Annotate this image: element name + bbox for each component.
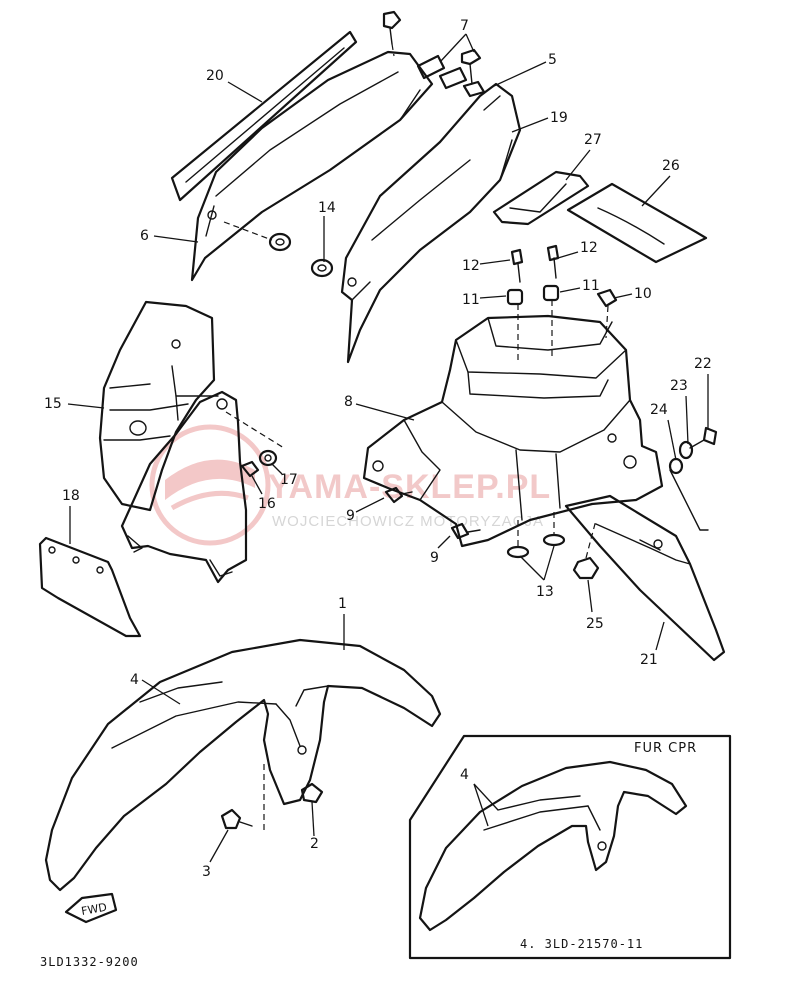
- part-9-bolts: [384, 486, 481, 540]
- part-20-trim-strip: [170, 30, 358, 202]
- callout-label: 12: [462, 258, 480, 274]
- bolt-top: [382, 10, 402, 57]
- callout-label: 13: [536, 584, 554, 600]
- fwd-label: FWD: [80, 901, 108, 918]
- diagram-caption: 3LD1332-9200: [40, 955, 139, 969]
- callout-label: 14: [318, 200, 336, 216]
- callout-label: 3: [202, 864, 211, 880]
- callout-label: 7: [460, 18, 469, 34]
- part-10-bolt: [596, 288, 618, 339]
- part-3-screw: [220, 808, 253, 830]
- part-18-plate: [38, 536, 142, 638]
- part-15-side-panel: [98, 300, 216, 512]
- part-21-mud-flap: [564, 494, 726, 662]
- watermark-brand: YAMA-SKLEP.PL: [268, 468, 551, 506]
- part-7-clips: [416, 48, 486, 98]
- part-8-rear-fender: [362, 314, 664, 548]
- part-25-nut: [572, 519, 600, 580]
- inset-title: FUR CPR: [634, 741, 697, 756]
- callout-label: 1: [338, 596, 347, 612]
- callout-label: 25: [586, 616, 604, 632]
- part-1-front-fender: [44, 638, 442, 892]
- inset-callout-4: 4: [460, 767, 469, 783]
- callout-label: 10: [634, 286, 652, 302]
- part-26-pad: [566, 182, 708, 264]
- part-5-side-cover-right: [340, 82, 522, 364]
- part-27-strap: [492, 170, 590, 226]
- callout-label: 12: [580, 240, 598, 256]
- inset-front-fender: [418, 760, 688, 932]
- callout-label: 27: [584, 132, 602, 148]
- part-23-washer: [678, 440, 694, 460]
- part-17-collar: [258, 449, 278, 467]
- part-2-bolt: [300, 782, 324, 804]
- watermark: YAMA-SKLEP.PL WOJCIECHOWICZ MOTORYZACJA: [149, 424, 551, 546]
- callout-label: 8: [344, 394, 353, 410]
- part-12-bolts: [510, 244, 560, 283]
- inset-box: FUR CPR 4. 3LD-21570-11 4: [408, 734, 732, 960]
- callout-label: 19: [550, 110, 568, 126]
- callout-label: 15: [44, 396, 62, 412]
- inset-part-note: 4. 3LD-21570-11: [520, 937, 643, 951]
- part-11-collars: [506, 284, 560, 362]
- callout-label: 4: [130, 672, 139, 688]
- callout-label: 2: [310, 836, 319, 852]
- callout-label: 24: [650, 402, 668, 418]
- callout-label: 23: [670, 378, 688, 394]
- callout-label: 5: [548, 52, 557, 68]
- part-24-collar: [668, 457, 709, 531]
- callout-label: 18: [62, 488, 80, 504]
- callout-label: 9: [430, 550, 439, 566]
- part-22-bolt: [689, 426, 718, 449]
- part-16-bolt: [240, 460, 260, 478]
- callouts: 1 2 3 4 5 6 7 8 9 9 10 11 11 12 12 13: [44, 18, 712, 880]
- callout-label: 21: [640, 652, 658, 668]
- callout-label: 9: [346, 508, 355, 524]
- fwd-arrow: FWD: [64, 892, 118, 924]
- callout-label: 22: [694, 356, 712, 372]
- part-6-side-cover-left: [190, 50, 434, 282]
- part-14-grommets: [223, 221, 334, 278]
- watermark-sub: WOJCIECHOWICZ MOTORYZACJA: [272, 513, 544, 530]
- part-13-washers: [506, 533, 566, 559]
- callout-label: 6: [140, 228, 149, 244]
- callout-label: 17: [280, 472, 298, 488]
- part-15-inner-bracket: [120, 365, 285, 584]
- callout-label: 20: [206, 68, 224, 84]
- callout-label: 16: [258, 496, 276, 512]
- watermark-logo: [149, 424, 271, 546]
- callout-label: 26: [662, 158, 680, 174]
- callout-label: 11: [462, 292, 480, 308]
- callout-label: 11: [582, 278, 600, 294]
